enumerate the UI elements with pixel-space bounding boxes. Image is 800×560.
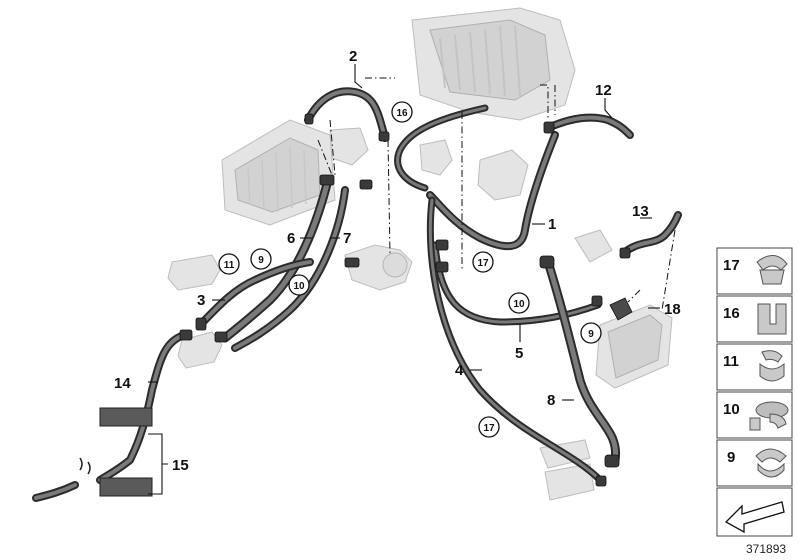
hose-12 bbox=[544, 113, 634, 139]
thermostat-ghost bbox=[329, 127, 529, 201]
callout-5: 5 bbox=[515, 345, 523, 362]
callout-3: 3 bbox=[197, 292, 205, 309]
svg-text:10: 10 bbox=[513, 299, 525, 310]
circled-callout-9-right: 9 bbox=[580, 322, 602, 344]
legend-row-arrow bbox=[716, 487, 793, 537]
hose-16 bbox=[394, 104, 489, 192]
callouts: 1 2 3 4 5 6 7 8 12 13 14 15 18 bbox=[114, 48, 681, 474]
hose-3 bbox=[196, 258, 314, 329]
legend-row-17: 17 bbox=[716, 247, 793, 295]
circled-callout-16: 16 bbox=[391, 101, 413, 123]
circled-callouts: 16 17 11 9 10 10 9 17 bbox=[218, 101, 602, 438]
hose-15-end bbox=[32, 457, 91, 502]
circled-callout-11: 11 bbox=[218, 253, 240, 275]
legend-row-11: 11 bbox=[716, 343, 793, 391]
hose-1 bbox=[426, 131, 559, 251]
svg-text:17: 17 bbox=[483, 423, 495, 434]
circled-callout-17-upper: 17 bbox=[472, 251, 494, 273]
svg-text:10: 10 bbox=[723, 401, 740, 418]
intake-manifold-ghost bbox=[411, 7, 576, 121]
svg-text:17: 17 bbox=[477, 258, 489, 269]
clip-9-icon bbox=[755, 448, 787, 478]
hose-6-7 bbox=[220, 175, 349, 352]
direction-arrow-icon bbox=[724, 501, 785, 534]
svg-text:16: 16 bbox=[723, 305, 740, 322]
circled-callout-10-right: 10 bbox=[508, 292, 530, 314]
svg-text:16: 16 bbox=[396, 108, 408, 119]
circled-callout-17-lower: 17 bbox=[478, 416, 500, 438]
bracket-15 bbox=[99, 407, 153, 497]
hose-5 bbox=[431, 241, 602, 326]
hose-13 bbox=[621, 211, 682, 256]
callout-12: 12 bbox=[595, 82, 612, 99]
water-pump-ghost bbox=[344, 244, 413, 291]
callout-14: 14 bbox=[114, 375, 131, 392]
coolant-expansion-tank-ghost bbox=[221, 119, 336, 226]
legend-row-9: 9 bbox=[716, 439, 793, 487]
svg-text:10: 10 bbox=[293, 281, 305, 292]
leader-lines bbox=[148, 64, 660, 495]
callout-15: 15 bbox=[172, 457, 189, 474]
callout-4: 4 bbox=[455, 362, 464, 379]
installation-lines bbox=[317, 77, 676, 311]
callout-18: 18 bbox=[664, 301, 681, 318]
clip-17-icon bbox=[756, 255, 788, 285]
hose-2 bbox=[304, 87, 389, 142]
callout-6: 6 bbox=[287, 230, 295, 247]
hose-4 bbox=[426, 196, 604, 484]
svg-text:11: 11 bbox=[224, 260, 235, 271]
svg-text:9: 9 bbox=[258, 255, 264, 266]
callout-7: 7 bbox=[343, 230, 351, 247]
legend-row-16: 16 bbox=[716, 295, 793, 343]
document-number: 371893 bbox=[746, 542, 786, 556]
circled-callout-10-left: 10 bbox=[288, 274, 310, 296]
parts-legend: 17 16 11 10 9 bbox=[716, 247, 793, 537]
legend-row-10: 10 bbox=[716, 391, 793, 439]
callout-1: 1 bbox=[548, 216, 556, 233]
circled-callout-9-left: 9 bbox=[250, 248, 272, 270]
hose-8 bbox=[543, 257, 621, 465]
clip-16-icon bbox=[757, 303, 787, 335]
svg-text:17: 17 bbox=[723, 257, 740, 274]
clip-11-icon bbox=[759, 350, 785, 382]
hose-connectors bbox=[179, 113, 633, 487]
callout-2: 2 bbox=[349, 48, 357, 65]
heat-exchanger-ghost bbox=[595, 304, 673, 389]
svg-text:9: 9 bbox=[727, 449, 735, 466]
svg-text:11: 11 bbox=[723, 353, 739, 370]
callout-8: 8 bbox=[547, 392, 555, 409]
callout-13: 13 bbox=[632, 203, 649, 220]
svg-text:9: 9 bbox=[588, 329, 594, 340]
